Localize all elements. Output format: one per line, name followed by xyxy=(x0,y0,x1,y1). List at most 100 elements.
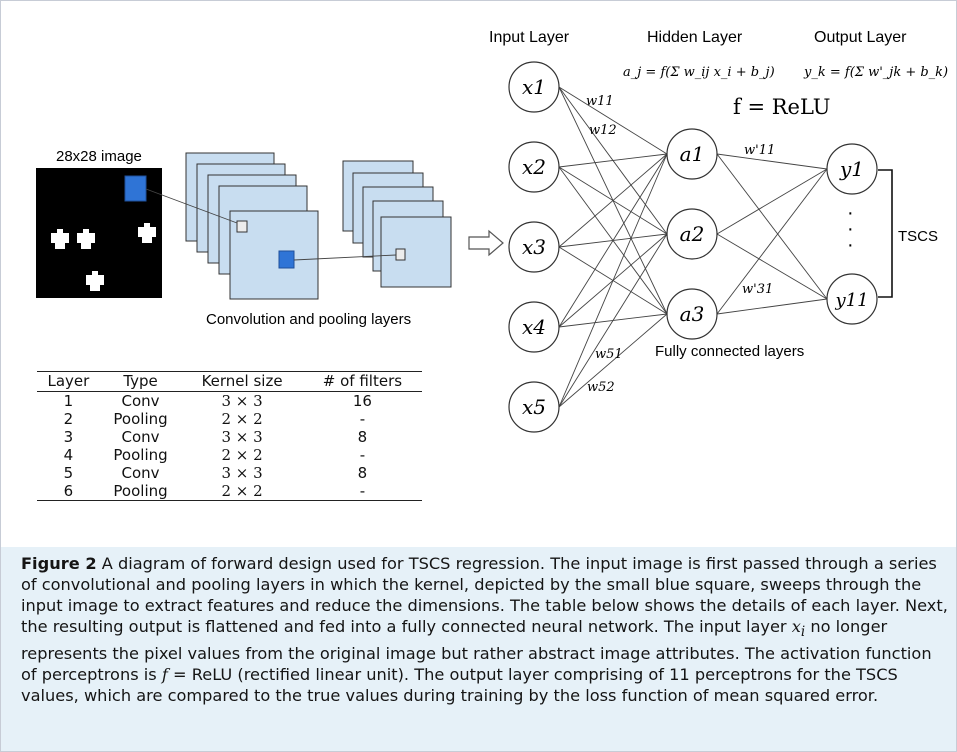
output-layer-title: Output Layer xyxy=(814,29,907,46)
cell-filters: 8 xyxy=(357,428,368,446)
input-kernel-square xyxy=(124,175,147,202)
input-node-label: x4 xyxy=(522,315,546,339)
input-node-label: x3 xyxy=(522,235,546,259)
conv-kernel-blue xyxy=(278,250,295,269)
tscs-bracket xyxy=(878,169,893,298)
figure-caption: Figure 2 A diagram of forward design use… xyxy=(21,553,951,706)
cell-filters: - xyxy=(359,446,366,464)
cell-type: Conv xyxy=(121,428,160,446)
input-layer-title: Input Layer xyxy=(489,29,570,46)
ellipsis-dot: · xyxy=(847,202,854,224)
output-node-11: y11 xyxy=(826,273,878,325)
ellipsis-dot: · xyxy=(847,218,854,240)
table-row: 4 Pooling 2 × 2 - xyxy=(37,446,422,464)
weight-label-w31-prime: w'31 xyxy=(742,282,773,297)
weight-label-w11-prime: w'11 xyxy=(744,143,775,158)
output-node-label: y1 xyxy=(839,157,864,181)
hidden-node-1: a1 xyxy=(666,128,718,180)
cell-filters: 8 xyxy=(357,464,368,482)
cell-type: Conv xyxy=(121,464,160,482)
hidden-formula: a_j = f(Σ w_ij x_i + b_j) xyxy=(623,65,775,80)
input-image xyxy=(36,168,162,298)
input-node-5: x5 xyxy=(508,381,560,433)
cell-filters: - xyxy=(302,482,422,501)
header-type: Type xyxy=(99,371,182,392)
weight-label-w11: w11 xyxy=(586,94,614,109)
hidden-output-edges xyxy=(716,153,828,315)
table-row: 6 Pooling 2 × 2 - xyxy=(37,482,422,501)
blob-1 xyxy=(51,229,69,249)
table-row: 1 Conv 3 × 3 16 xyxy=(37,392,422,411)
caption-label: Figure 2 xyxy=(21,554,97,573)
cell-kernel: 2 × 2 xyxy=(221,410,263,428)
input-node-4: x4 xyxy=(508,301,560,353)
tscs-label: TSCS xyxy=(898,228,938,245)
cell-type: Pooling xyxy=(113,446,168,464)
cell-kernel: 3 × 3 xyxy=(221,428,263,446)
pool-kernel-box xyxy=(395,248,406,261)
weight-label-w51: w51 xyxy=(595,347,623,362)
cell-type: Pooling xyxy=(113,410,168,428)
caption-background xyxy=(1,547,956,751)
fc-caption: Fully connected layers xyxy=(655,343,804,360)
activation-label: f = ReLU xyxy=(733,95,830,119)
caption-text-1: A diagram of forward design used for TSC… xyxy=(21,554,948,636)
blob-3 xyxy=(138,223,156,243)
hidden-node-2: a2 xyxy=(666,208,718,260)
table-row: 3 Conv 3 × 3 8 xyxy=(37,428,422,446)
cell-type: Pooling xyxy=(99,482,182,501)
table-header-row: Layer Type Kernel size # of filters xyxy=(37,371,422,392)
input-node-1: x1 xyxy=(508,61,560,113)
cell-kernel: 3 × 3 xyxy=(221,392,263,410)
cell-layer: 4 xyxy=(63,446,74,464)
output-formula: y_k = f(Σ w'_jk + b_k) xyxy=(803,65,948,80)
cell-layer: 1 xyxy=(63,392,74,410)
conv-to-pool-line xyxy=(293,254,397,261)
table-row: 2 Pooling 2 × 2 - xyxy=(37,410,422,428)
header-kernel-size: Kernel size xyxy=(181,371,303,392)
caption-math-f: f xyxy=(161,665,168,685)
input-node-2: x2 xyxy=(508,141,560,193)
input-node-label: x1 xyxy=(522,75,546,99)
input-node-label: x2 xyxy=(522,155,546,179)
weight-label-w52: w52 xyxy=(587,380,615,395)
layer-table: Layer Type Kernel size # of filters 1 Co… xyxy=(37,371,422,501)
conv-caption: Convolution and pooling layers xyxy=(206,311,411,328)
cell-type: Conv xyxy=(121,392,160,410)
image-to-conv-line xyxy=(145,188,238,224)
table-row: 5 Conv 3 × 3 8 xyxy=(37,464,422,482)
input-node-label: x5 xyxy=(522,395,546,419)
hidden-node-label: a3 xyxy=(680,302,705,326)
cell-filters: 16 xyxy=(352,392,372,410)
cell-kernel: 3 × 3 xyxy=(221,464,263,482)
blob-2 xyxy=(77,229,95,249)
ellipsis-dot: · xyxy=(847,234,854,256)
conv-kernel-box xyxy=(236,220,248,233)
hidden-node-label: a2 xyxy=(680,222,705,246)
blob-4 xyxy=(86,271,104,291)
network-diagram: 28x28 image Convolution and pooling laye… xyxy=(36,29,948,433)
input-node-3: x3 xyxy=(508,221,560,273)
caption-math-sub-i: i xyxy=(800,624,806,641)
caption-text-2: no longer represents the pixel values fr… xyxy=(21,617,932,685)
hidden-node-label: a1 xyxy=(680,142,705,166)
hidden-layer-title: Hidden Layer xyxy=(647,29,743,46)
cell-layer: 6 xyxy=(37,482,100,501)
caption-math-x: x xyxy=(791,617,801,636)
weight-label-w12: w12 xyxy=(589,123,617,138)
hidden-node-3: a3 xyxy=(666,288,718,340)
output-node-1: y1 xyxy=(826,143,878,195)
output-node-label: y11 xyxy=(834,290,868,311)
cell-kernel: 2 × 2 xyxy=(181,482,303,501)
input-hidden-edges xyxy=(558,86,668,408)
caption-text-3: = ReLU (rectified linear unit). The outp… xyxy=(21,665,898,706)
cell-filters: - xyxy=(359,410,366,428)
conv-stack-2 xyxy=(342,160,452,288)
conv-stack-1 xyxy=(185,152,319,300)
cell-layer: 5 xyxy=(63,464,74,482)
cell-layer: 3 xyxy=(63,428,74,446)
flatten-arrow xyxy=(468,229,504,257)
cell-layer: 2 xyxy=(63,410,74,428)
header-layer: Layer xyxy=(37,371,100,392)
